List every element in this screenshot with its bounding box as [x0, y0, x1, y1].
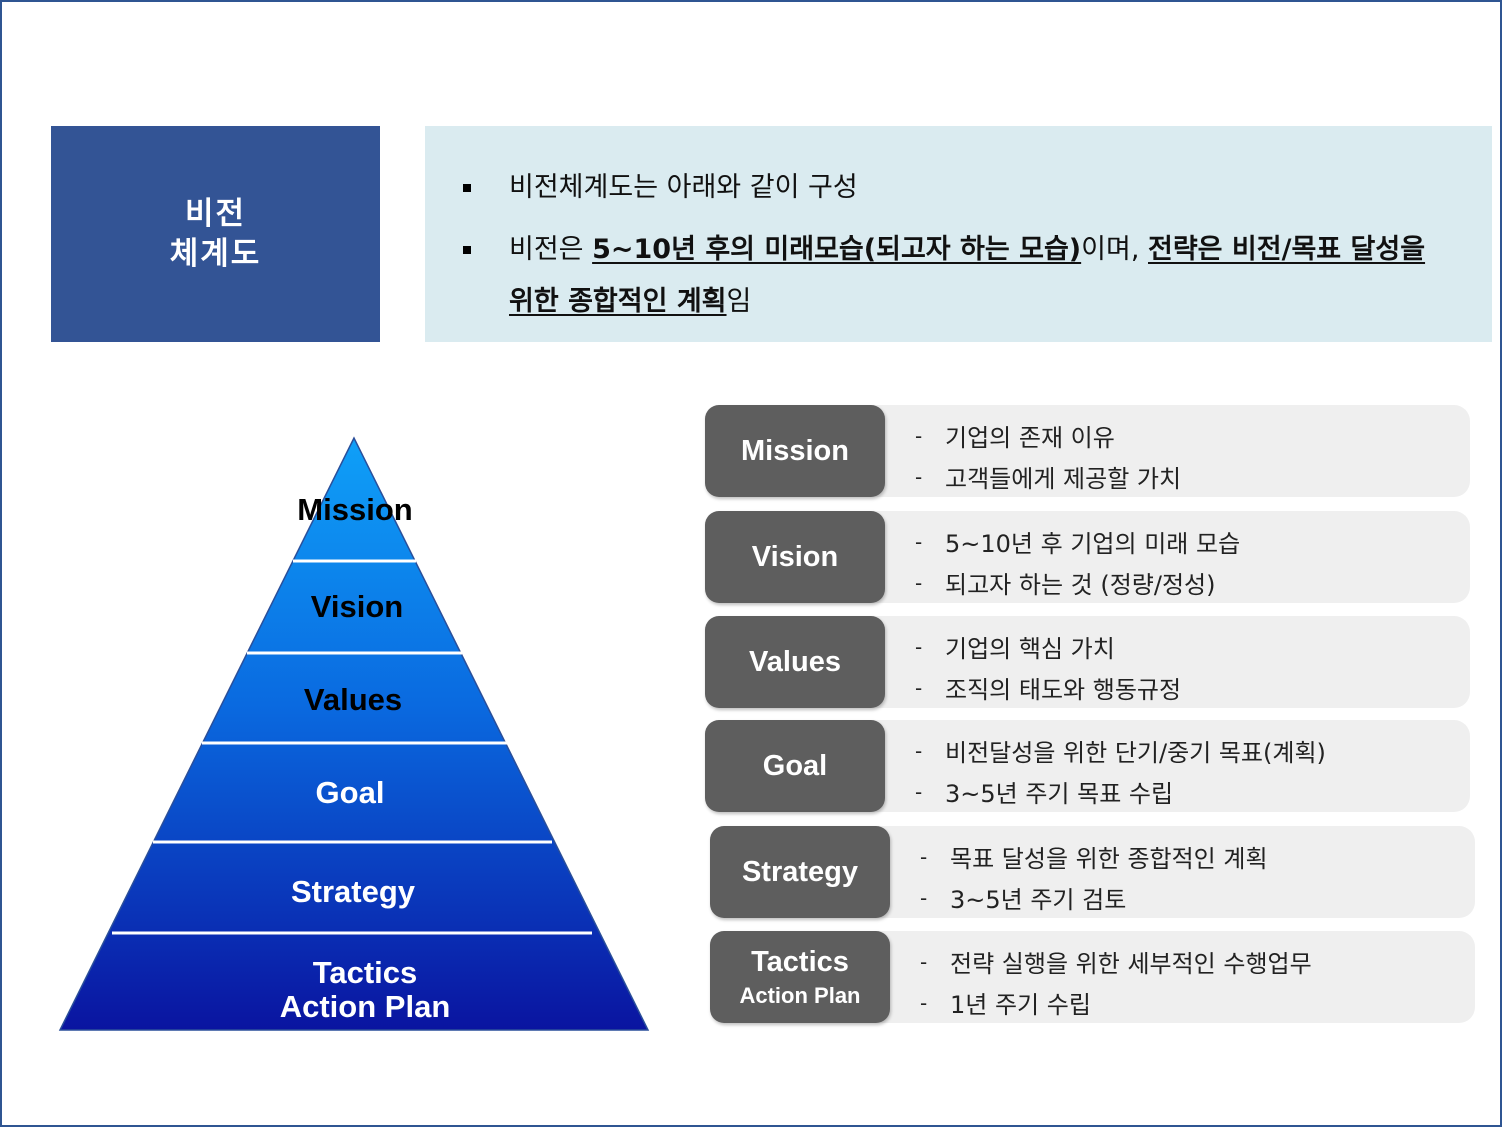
- item-text: 비전달성을 위한 단기/중기 목표(계획): [945, 739, 1326, 767]
- dash-bullet: -: [915, 570, 923, 595]
- pyramid-diagram: Mission Vision Values Goal Strategy Tact…: [40, 420, 670, 1050]
- tag-label: Mission: [741, 434, 849, 467]
- row-items: -전략 실행을 위한 세부적인 수행업무 -1년 주기 수립: [920, 941, 1312, 1023]
- item-text: 기업의 존재 이유: [945, 424, 1115, 452]
- dash-bullet: -: [920, 990, 928, 1015]
- dash-bullet: -: [915, 738, 923, 763]
- row-strategy: Strategy -목표 달성을 위한 종합적인 계획 -3~5년 주기 검토: [710, 826, 1475, 918]
- pyramid-level-tactics: Tactics: [312, 955, 418, 990]
- item-text: 되고자 하는 것 (정량/정성): [945, 571, 1216, 599]
- row-tactics: Tactics Action Plan -전략 실행을 위한 세부적인 수행업무…: [710, 931, 1475, 1023]
- row-tag: Vision: [705, 511, 885, 603]
- pyramid-level-action-plan: Action Plan: [279, 989, 451, 1024]
- text-plain: 비전은: [509, 234, 593, 265]
- row-tag: Goal: [705, 720, 885, 812]
- row-content-bg: [855, 720, 1470, 812]
- list-item: -비전달성을 위한 단기/중기 목표(계획): [915, 730, 1326, 771]
- list-item: -3~5년 주기 검토: [920, 877, 1268, 918]
- row-tag: Values: [705, 616, 885, 708]
- item-text: 목표 달성을 위한 종합적인 계획: [950, 845, 1268, 873]
- row-items: -5~10년 후 기업의 미래 모습 -되고자 하는 것 (정량/정성): [915, 521, 1240, 603]
- item-text: 5~10년 후 기업의 미래 모습: [945, 530, 1241, 558]
- dash-bullet: -: [915, 464, 923, 489]
- bullet-text: 비전체계도는 아래와 같이 구성: [509, 172, 858, 203]
- item-text: 3~5년 주기 검토: [950, 886, 1127, 914]
- bullet-text: 비전은 5~10년 후의 미래모습(되고자 하는 모습)이며, 전략은 비전/목…: [509, 224, 1449, 328]
- row-content-bg: [855, 616, 1470, 708]
- tag-label: Tactics: [751, 945, 849, 978]
- dash-bullet: -: [915, 529, 923, 554]
- pyramid-shape: [58, 436, 650, 1031]
- row-content-bg: [860, 931, 1475, 1023]
- bullet-square-icon: [463, 184, 471, 192]
- tag-label: Values: [749, 645, 841, 678]
- row-content-bg: [855, 511, 1470, 603]
- tag-label: Strategy: [741, 855, 859, 888]
- intro-box: 비전체계도는 아래와 같이 구성 비전은 5~10년 후의 미래모습(되고자 하…: [425, 126, 1492, 342]
- tag-label: Goal: [762, 749, 828, 782]
- dash-bullet: -: [920, 844, 928, 869]
- text-plain: 이며,: [1081, 234, 1148, 265]
- intro-bullet-2: 비전은 5~10년 후의 미래모습(되고자 하는 모습)이며, 전략은 비전/목…: [463, 224, 1462, 328]
- tag-sublabel: Action Plan: [739, 982, 861, 1008]
- row-tag: Tactics Action Plan: [710, 931, 890, 1023]
- title-box: 비전 체계도: [51, 126, 380, 342]
- row-items: -목표 달성을 위한 종합적인 계획 -3~5년 주기 검토: [920, 836, 1268, 918]
- item-text: 고객들에게 제공할 가치: [945, 465, 1182, 493]
- text-emphasis: 5~10년 후의 미래모습(되고자 하는 모습): [592, 234, 1082, 265]
- row-tag: Mission: [705, 405, 885, 497]
- list-item: -5~10년 후 기업의 미래 모습: [915, 521, 1240, 562]
- list-item: -되고자 하는 것 (정량/정성): [915, 562, 1240, 603]
- list-item: -1년 주기 수립: [920, 982, 1312, 1023]
- row-values: Values -기업의 핵심 가치 -조직의 태도와 행동규정: [705, 616, 1470, 708]
- title-line-2: 체계도: [169, 236, 262, 272]
- list-item: -목표 달성을 위한 종합적인 계획: [920, 836, 1268, 877]
- row-items: -비전달성을 위한 단기/중기 목표(계획) -3~5년 주기 목표 수립: [915, 730, 1326, 812]
- pyramid-level-mission: Mission: [297, 492, 413, 527]
- pyramid-level-goal: Goal: [315, 775, 385, 810]
- item-text: 기업의 핵심 가치: [945, 635, 1115, 663]
- row-tag: Strategy: [710, 826, 890, 918]
- row-mission: Mission -기업의 존재 이유 -고객들에게 제공할 가치: [705, 405, 1470, 497]
- dash-bullet: -: [920, 885, 928, 910]
- tag-label: Vision: [751, 540, 839, 573]
- list-item: -전략 실행을 위한 세부적인 수행업무: [920, 941, 1312, 982]
- pyramid-level-values: Values: [303, 682, 403, 717]
- item-text: 전략 실행을 위한 세부적인 수행업무: [950, 950, 1312, 978]
- pyramid-level-vision: Vision: [310, 589, 404, 624]
- row-items: -기업의 핵심 가치 -조직의 태도와 행동규정: [915, 626, 1181, 708]
- dash-bullet: -: [915, 634, 923, 659]
- row-goal: Goal -비전달성을 위한 단기/중기 목표(계획) -3~5년 주기 목표 …: [705, 720, 1470, 812]
- pyramid-level-strategy: Strategy: [290, 874, 416, 909]
- item-text: 조직의 태도와 행동규정: [945, 676, 1182, 704]
- item-text: 1년 주기 수립: [950, 991, 1091, 1019]
- list-item: -조직의 태도와 행동규정: [915, 667, 1181, 708]
- text-emphasis: 전략은 비전/목표 달성을 위한 종합적인 계획: [509, 234, 1426, 317]
- text-plain: 임: [726, 286, 752, 317]
- row-content-bg: [860, 826, 1475, 918]
- dash-bullet: -: [915, 675, 923, 700]
- list-item: -고객들에게 제공할 가치: [915, 456, 1181, 497]
- dash-bullet: -: [915, 423, 923, 448]
- row-items: -기업의 존재 이유 -고객들에게 제공할 가치: [915, 415, 1181, 497]
- list-item: -3~5년 주기 목표 수립: [915, 771, 1326, 812]
- dash-bullet: -: [915, 779, 923, 804]
- item-text: 3~5년 주기 목표 수립: [945, 780, 1174, 808]
- row-content-bg: [855, 405, 1470, 497]
- title-line-1: 비전: [184, 196, 247, 232]
- row-vision: Vision -5~10년 후 기업의 미래 모습 -되고자 하는 것 (정량/…: [705, 511, 1470, 603]
- bullet-square-icon: [463, 246, 471, 254]
- list-item: -기업의 핵심 가치: [915, 626, 1181, 667]
- list-item: -기업의 존재 이유: [915, 415, 1181, 456]
- intro-bullet-1: 비전체계도는 아래와 같이 구성: [463, 162, 1462, 214]
- dash-bullet: -: [920, 949, 928, 974]
